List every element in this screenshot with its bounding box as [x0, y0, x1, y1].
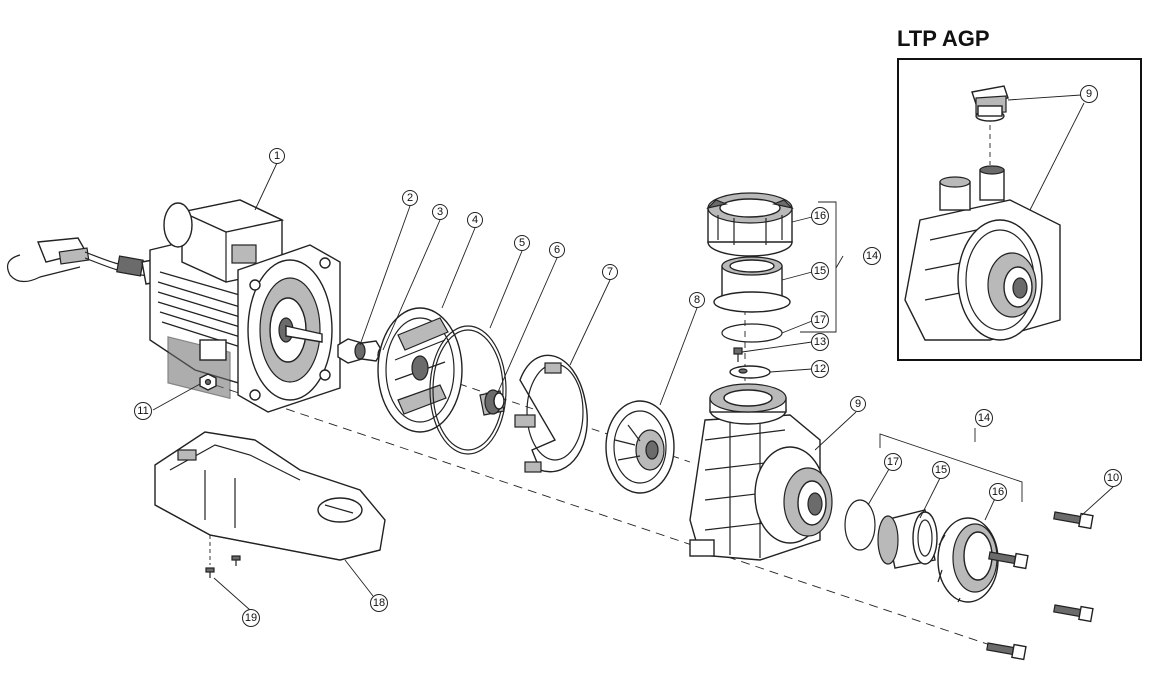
bracket-horizontal-set: [879, 433, 1023, 502]
svg-text:15: 15: [935, 464, 947, 476]
svg-text:19: 19: [245, 612, 257, 624]
callout-3: 3: [432, 204, 448, 220]
impeller-part-8: [605, 400, 675, 494]
mechanical-seal-part-6: [479, 389, 505, 416]
bolts-part-10: [986, 511, 1094, 661]
leader-lines: [152, 94, 1114, 611]
svg-text:6: 6: [554, 244, 560, 256]
callout-2: 2: [402, 190, 418, 206]
callout-9: 9: [850, 396, 866, 412]
callout-8: 8: [689, 292, 705, 308]
svg-text:13: 13: [814, 336, 826, 348]
callout-14-top: 14: [863, 247, 881, 265]
svg-text:14: 14: [978, 412, 990, 424]
o-ring-part-5: [429, 325, 507, 455]
svg-text:5: 5: [519, 237, 525, 249]
callout-15-side: 15: [932, 461, 950, 479]
callout-16-side: 16: [989, 483, 1007, 501]
callout-1: 1: [269, 148, 285, 164]
callout-16-top: 16: [811, 207, 829, 225]
svg-text:7: 7: [607, 266, 613, 278]
inset-drain-cap-part-9: [971, 85, 1009, 122]
diffuser-part-7: [514, 354, 588, 473]
union-nut-part-16-side: [937, 517, 999, 603]
shaft-key-part-2: [337, 338, 383, 364]
screws-part-19: [205, 535, 241, 578]
svg-text:11: 11: [137, 405, 148, 417]
inset-title: LTP AGP: [897, 26, 990, 51]
bracket-vertical-set: [800, 201, 837, 333]
callout-6: 6: [549, 242, 565, 258]
callout-5: 5: [514, 235, 530, 251]
svg-text:3: 3: [437, 206, 443, 218]
svg-text:16: 16: [814, 210, 826, 222]
o-ring-part-17-side: [844, 499, 876, 551]
motor: [149, 199, 341, 413]
clip-part-12: [729, 365, 771, 379]
callout-17-top: 17: [811, 311, 829, 329]
union-nut-part-16-top: [706, 192, 794, 257]
svg-text:17: 17: [887, 456, 899, 468]
callout-17-side: 17: [884, 453, 902, 471]
axis-line-lower: [214, 384, 1021, 656]
svg-text:17: 17: [814, 314, 826, 326]
pump-housing-part-9: [689, 383, 833, 561]
callout-13: 13: [811, 333, 829, 351]
seal-plate-part-4: [377, 307, 463, 433]
inset-frame: [897, 58, 1142, 361]
svg-text:18: 18: [373, 597, 385, 609]
callout-14-side: 14: [975, 409, 993, 427]
screw-part-13: [733, 347, 743, 362]
callout-10: 10: [1104, 469, 1122, 487]
svg-text:2: 2: [407, 192, 413, 204]
svg-text:4: 4: [472, 214, 478, 226]
callout-15-top: 15: [811, 262, 829, 280]
tail-piece-part-15-top: [713, 256, 791, 313]
svg-text:15: 15: [814, 265, 826, 277]
callout-9-inset: 9: [1080, 85, 1098, 103]
inset-pump-housing: [904, 165, 1061, 341]
callout-4: 4: [467, 212, 483, 228]
svg-text:8: 8: [694, 294, 700, 306]
svg-text:16: 16: [992, 486, 1004, 498]
callout-7: 7: [602, 264, 618, 280]
o-ring-part-17-top: [721, 323, 783, 343]
svg-text:10: 10: [1107, 472, 1119, 484]
svg-text:9: 9: [855, 398, 861, 410]
callout-19: 19: [242, 609, 260, 627]
callout-18: 18: [370, 594, 388, 612]
base-part-18: [154, 431, 386, 561]
tail-piece-part-15-side: [877, 509, 938, 569]
plug-and-cord: [7, 237, 179, 285]
svg-text:12: 12: [814, 363, 826, 375]
svg-text:9: 9: [1086, 88, 1092, 100]
callout-11: 11: [134, 402, 152, 420]
svg-text:1: 1: [274, 150, 280, 162]
nut-part-11: [199, 373, 217, 391]
callout-12: 12: [811, 360, 829, 378]
svg-text:14: 14: [866, 250, 878, 262]
